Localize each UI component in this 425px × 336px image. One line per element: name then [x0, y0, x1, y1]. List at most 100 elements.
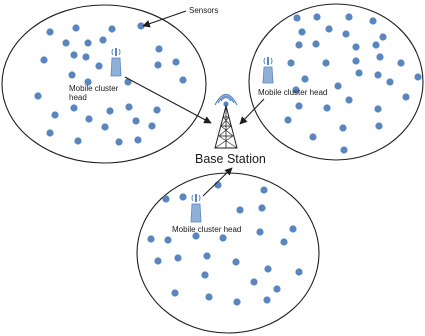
sensor-node: [352, 57, 360, 65]
sensor-node: [172, 58, 180, 66]
sensor-node: [258, 204, 266, 212]
sensor-node: [376, 53, 384, 61]
sensor-node: [174, 254, 182, 262]
sensor-node: [72, 24, 80, 32]
sensor-node: [85, 115, 93, 123]
sensor-node: [289, 225, 297, 233]
base-station-label: Base Station: [195, 152, 266, 166]
sensor-node: [154, 257, 162, 265]
sensor-node: [340, 146, 348, 154]
sensor-node: [99, 36, 107, 44]
sensor-node: [342, 30, 350, 38]
sensors-pointer: [142, 10, 187, 28]
sensor-node: [280, 238, 288, 246]
cluster-head-label-line2: head: [69, 93, 87, 102]
sensor-node: [70, 51, 78, 59]
sensor-node: [164, 236, 172, 244]
sensor-node: [256, 228, 264, 236]
sensor-node: [284, 116, 292, 124]
mobile-cluster-head: [262, 57, 274, 84]
sensor-node: [372, 41, 380, 49]
mobile-device-icon: [110, 57, 122, 77]
sensor-node: [374, 105, 382, 113]
sensor-node: [40, 56, 48, 64]
sensor-node: [313, 13, 321, 21]
sensor-node: [203, 252, 211, 260]
sensor-node: [273, 285, 281, 293]
sensor-node: [46, 28, 54, 36]
sensor-node: [375, 122, 383, 130]
sensor-group: [34, 22, 187, 146]
mobile-device-icon: [190, 203, 202, 223]
sensor-group: [284, 13, 422, 154]
sensor-node: [46, 129, 54, 137]
sensor-node: [162, 195, 170, 203]
sensor-node: [74, 137, 82, 145]
mobile-device-icon: [262, 66, 274, 84]
sensor-group: [147, 181, 303, 306]
tower-icon: [214, 93, 238, 149]
cluster-boundary: [1, 4, 207, 164]
sensor-node: [402, 93, 410, 101]
sensor-node: [84, 78, 92, 86]
sensor-node: [414, 73, 422, 81]
arrow-top-left-to-base: [124, 76, 212, 124]
base-station: Base Station: [195, 93, 266, 166]
cluster-head-label: Mobile cluster head: [172, 225, 241, 234]
cluster-head-label: Mobile cluster head: [258, 88, 327, 97]
sensor-node: [232, 258, 240, 266]
sensor-node: [148, 122, 156, 130]
sensor-node: [34, 92, 42, 100]
sensor-node: [134, 136, 142, 144]
sensors-label: Sensors: [189, 6, 218, 15]
sensor-node: [205, 293, 213, 301]
sensor-node: [309, 133, 317, 141]
sensor-node: [323, 104, 331, 112]
sensor-node: [179, 76, 187, 84]
cluster-top-left: Mobile cluster head: [1, 4, 207, 164]
cluster-top-right: Mobile cluster head: [248, 3, 424, 161]
sensor-node: [250, 278, 258, 286]
sensor-node: [101, 123, 109, 131]
sensor-node: [260, 186, 268, 194]
sensor-node: [153, 106, 161, 114]
sensor-node: [287, 59, 295, 67]
sensor-node: [295, 41, 303, 49]
arrow-top-right-to-base: [239, 98, 265, 125]
sensor-node: [295, 102, 303, 110]
sensor-node: [233, 298, 241, 306]
sensor-node: [355, 69, 363, 77]
sensor-node: [70, 104, 78, 112]
sensor-node: [339, 124, 347, 132]
mobile-cluster-head: [110, 48, 122, 77]
sensor-node: [397, 59, 405, 67]
sensor-node: [292, 86, 300, 94]
sensor-node: [124, 78, 132, 86]
sensor-node: [369, 17, 377, 25]
cluster-boundary: [248, 3, 424, 161]
sensor-node: [312, 40, 320, 48]
sensor-node: [219, 234, 227, 242]
sensor-node: [154, 61, 162, 69]
sensor-node: [374, 71, 382, 79]
sensor-node: [345, 13, 353, 21]
mobile-cluster-head: [190, 194, 202, 223]
sensor-node: [68, 71, 76, 79]
sensor-node: [95, 62, 103, 70]
sensor-node: [293, 14, 301, 22]
sensor-node: [334, 82, 342, 90]
cluster-head-label-line1: Mobile cluster: [69, 84, 119, 93]
sensor-node: [179, 193, 187, 201]
sensor-node: [125, 103, 133, 111]
sensor-node: [263, 296, 271, 304]
sensor-node: [345, 96, 353, 104]
sensor-node: [386, 78, 394, 86]
antenna-icon: [111, 48, 121, 56]
sensor-node: [62, 39, 70, 47]
sensor-node: [84, 39, 92, 47]
cluster-bottom: Mobile cluster head: [136, 172, 320, 334]
sensor-node: [325, 25, 333, 33]
antenna-icon: [191, 194, 201, 202]
sensor-node: [106, 107, 114, 115]
